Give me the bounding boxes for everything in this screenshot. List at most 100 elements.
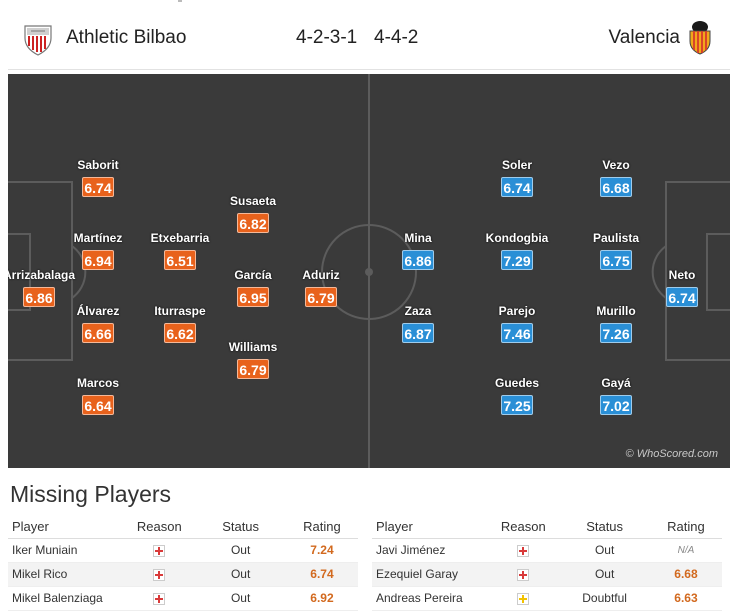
top-edge-mark (178, 0, 182, 2)
missing-status: Out (195, 586, 286, 611)
injury-cross-icon[interactable] (517, 544, 530, 557)
player-name: Iturraspe (154, 304, 206, 318)
missing-rating: 6.92 (285, 586, 358, 611)
column-rating[interactable]: Rating (285, 516, 358, 539)
missing-player-name[interactable]: Ezequiel Garay (372, 562, 488, 587)
home-player[interactable]: Marcos 6.64 (53, 376, 143, 416)
column-status[interactable]: Status (559, 516, 650, 539)
doubtful-cross-icon[interactable] (517, 592, 530, 605)
player-rating: 6.51 (164, 250, 196, 270)
player-rating: 6.74 (666, 287, 698, 307)
reason-cell (123, 562, 196, 587)
away-player[interactable]: Zaza 6.87 (373, 304, 463, 344)
player-name: Marcos (76, 376, 120, 390)
player-name: Soler (501, 158, 532, 172)
missing-player-name[interactable]: Mikel Rico (8, 562, 124, 587)
missing-status: Doubtful (559, 586, 650, 611)
player-rating: 6.86 (23, 287, 55, 307)
missing-player-name[interactable]: Andreas Pereira (372, 586, 488, 611)
player-rating: 6.68 (600, 177, 632, 197)
home-player[interactable]: Aduriz 6.79 (276, 268, 366, 308)
missing-player-name[interactable]: Iker Muniain (8, 538, 124, 563)
missing-status: Out (559, 538, 650, 563)
missing-rating: 6.63 (649, 586, 722, 611)
missing-players-title: Missing Players (10, 481, 172, 507)
column-player[interactable]: Player (372, 516, 488, 539)
player-name: Aduriz (302, 268, 340, 282)
athletic-bilbao-crest-icon (24, 25, 52, 56)
column-reason[interactable]: Reason (123, 516, 196, 539)
player-rating: 6.64 (82, 395, 114, 415)
player-rating: 7.02 (600, 395, 632, 415)
away-player[interactable]: Soler 6.74 (472, 158, 562, 198)
home-player[interactable]: Martínez 6.94 (53, 231, 143, 271)
player-name: García (234, 268, 272, 282)
player-rating: 6.62 (164, 323, 196, 343)
missing-rating: 6.68 (649, 562, 722, 587)
player-rating: 6.79 (237, 359, 269, 379)
player-rating: 6.74 (501, 177, 533, 197)
match-header: Athletic Bilbao 4-2-3-1 4-4-2 Valencia (8, 12, 730, 70)
player-rating: 6.79 (305, 287, 337, 307)
player-name: Martínez (73, 231, 123, 245)
column-reason[interactable]: Reason (487, 516, 560, 539)
whoscored-credit: © WhoScored.com (625, 448, 718, 460)
column-rating[interactable]: Rating (649, 516, 722, 539)
injury-cross-icon[interactable] (153, 592, 166, 605)
player-name: Guedes (494, 376, 539, 390)
player-rating: 6.75 (600, 250, 632, 270)
reason-cell (487, 562, 560, 587)
away-team-name[interactable]: Valencia (608, 27, 680, 48)
player-name: Saborit (77, 158, 119, 172)
home-formation: 4-2-3-1 (296, 27, 358, 48)
player-name: Zaza (404, 304, 432, 318)
missing-status: Out (559, 562, 650, 587)
table-header-row: Player Reason Status Rating (8, 516, 358, 539)
player-rating: 6.94 (82, 250, 114, 270)
player-name: Kondogbia (485, 231, 549, 245)
player-rating: 6.66 (82, 323, 114, 343)
away-formation: 4-4-2 (374, 27, 419, 48)
home-player[interactable]: Iturraspe 6.62 (135, 304, 225, 344)
missing-rating: 7.24 (285, 538, 358, 563)
table-header-row: Player Reason Status Rating (372, 516, 722, 539)
missing-player-name[interactable]: Javi Jiménez (372, 538, 488, 563)
column-status[interactable]: Status (195, 516, 286, 539)
player-rating: 6.86 (402, 250, 434, 270)
player-name: Parejo (498, 304, 536, 318)
player-name: Gayá (601, 376, 631, 390)
home-team-name[interactable]: Athletic Bilbao (66, 27, 187, 48)
player-rating: 6.87 (402, 323, 434, 343)
injury-cross-icon[interactable] (517, 568, 530, 581)
home-missing-table: Player Reason Status Rating Iker Muniain… (8, 516, 358, 611)
away-player[interactable]: Gayá 7.02 (571, 376, 661, 416)
missing-player-name[interactable]: Mikel Balenziaga (8, 586, 124, 611)
injury-cross-icon[interactable] (153, 544, 166, 557)
player-name: Susaeta (229, 194, 277, 208)
column-player[interactable]: Player (8, 516, 124, 539)
reason-cell (123, 586, 196, 611)
injury-cross-icon[interactable] (153, 568, 166, 581)
